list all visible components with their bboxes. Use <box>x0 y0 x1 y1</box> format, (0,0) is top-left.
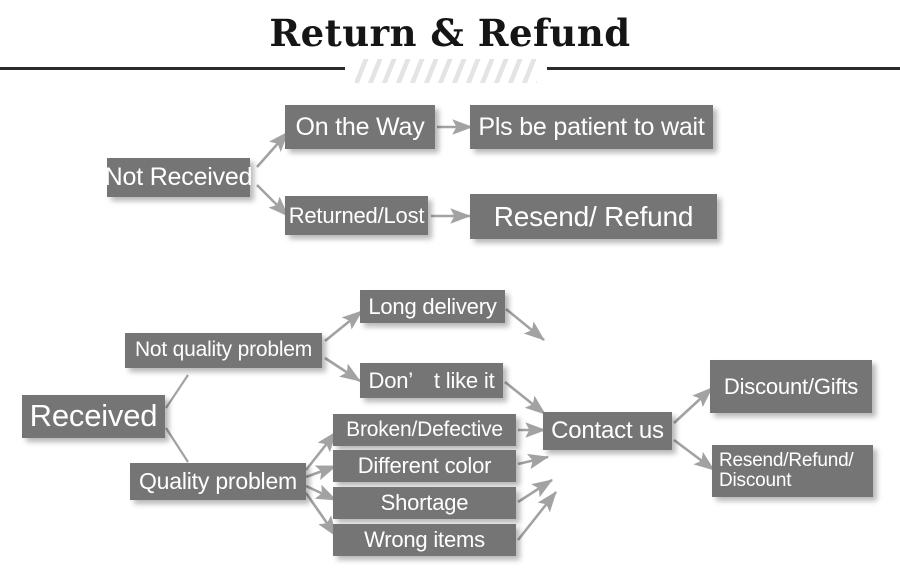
node-not-quality-problem[interactable]: Not quality problem <box>125 333 322 368</box>
node-quality-problem[interactable]: Quality problem <box>130 463 306 500</box>
node-contact-us[interactable]: Contact us <box>543 412 672 450</box>
node-wrong-items[interactable]: Wrong items <box>333 524 516 556</box>
node-resend-refund[interactable]: Resend/ Refund <box>470 194 717 239</box>
node-long-delivery[interactable]: Long delivery <box>360 290 505 323</box>
node-different-color[interactable]: Different color <box>333 450 516 482</box>
node-not-received[interactable]: Not Received <box>105 158 253 197</box>
node-discount-gifts[interactable]: Discount/Gifts <box>710 360 872 413</box>
node-broken-defective[interactable]: Broken/Defective <box>333 414 516 446</box>
node-pls-be-patient-to-wait[interactable]: Pls be patient to wait <box>470 105 713 149</box>
node-shortage[interactable]: Shortage <box>333 487 516 519</box>
node-returned-lost[interactable]: Returned/Lost <box>285 196 428 235</box>
page-title: Return & Refund <box>269 11 631 55</box>
node-received[interactable]: Received <box>22 395 165 438</box>
hatched-divider-icon <box>0 59 900 83</box>
node-dont-like-it[interactable]: Don’ t like it <box>360 363 503 398</box>
node-resend-refund-discount[interactable]: Resend/Refund/ Discount <box>712 445 873 497</box>
node-on-the-way[interactable]: On the Way <box>285 105 435 149</box>
